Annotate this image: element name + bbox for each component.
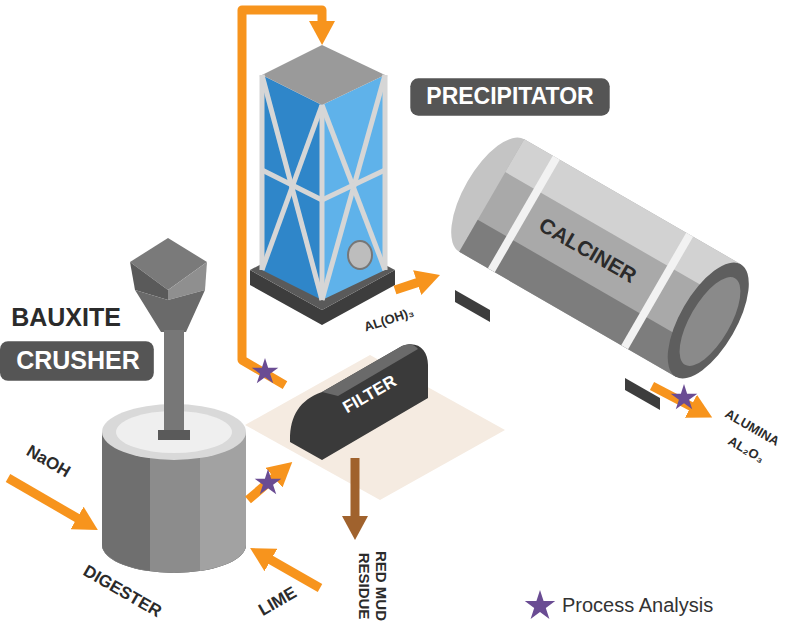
equipment-name: DIGESTER xyxy=(80,562,165,622)
calciner-drum xyxy=(435,125,765,410)
equipment-name: BAUXITE xyxy=(11,304,121,332)
equipment-name: PRECIPITATOR xyxy=(426,84,593,109)
residue-arrow xyxy=(351,458,360,524)
flow-connector xyxy=(395,280,425,290)
feed-arrow xyxy=(264,556,320,588)
analysis-star xyxy=(252,358,279,383)
filter-unit xyxy=(290,344,428,460)
equipment-name: FILTER xyxy=(340,372,400,417)
equipment-node: FILTER xyxy=(285,340,430,462)
flow-label: RED MUD RESIDUE xyxy=(356,548,389,624)
equipment-name: CALCINER xyxy=(535,213,641,287)
flow-label: NaOH xyxy=(23,442,73,482)
analysis-star xyxy=(255,469,282,494)
flow-connector xyxy=(242,10,322,385)
equipment-node: DIGESTER xyxy=(100,400,248,575)
flow-label: AL(OH)₃ xyxy=(362,305,415,335)
flow-label: LIME xyxy=(256,584,301,620)
equipment-node: CALCINER xyxy=(440,130,770,390)
name-banner xyxy=(0,341,154,381)
equipment-node: BAUXITE CRUSHER xyxy=(0,235,210,435)
legend-star xyxy=(525,590,555,619)
feed-arrow xyxy=(8,478,84,522)
equipment-name: CRUSHER xyxy=(16,347,140,375)
analysis-star xyxy=(671,384,698,409)
equipment-node: PRECIPITATOR xyxy=(250,45,395,335)
name-banner xyxy=(410,78,609,115)
legend-text: Process Analysis xyxy=(562,594,713,616)
